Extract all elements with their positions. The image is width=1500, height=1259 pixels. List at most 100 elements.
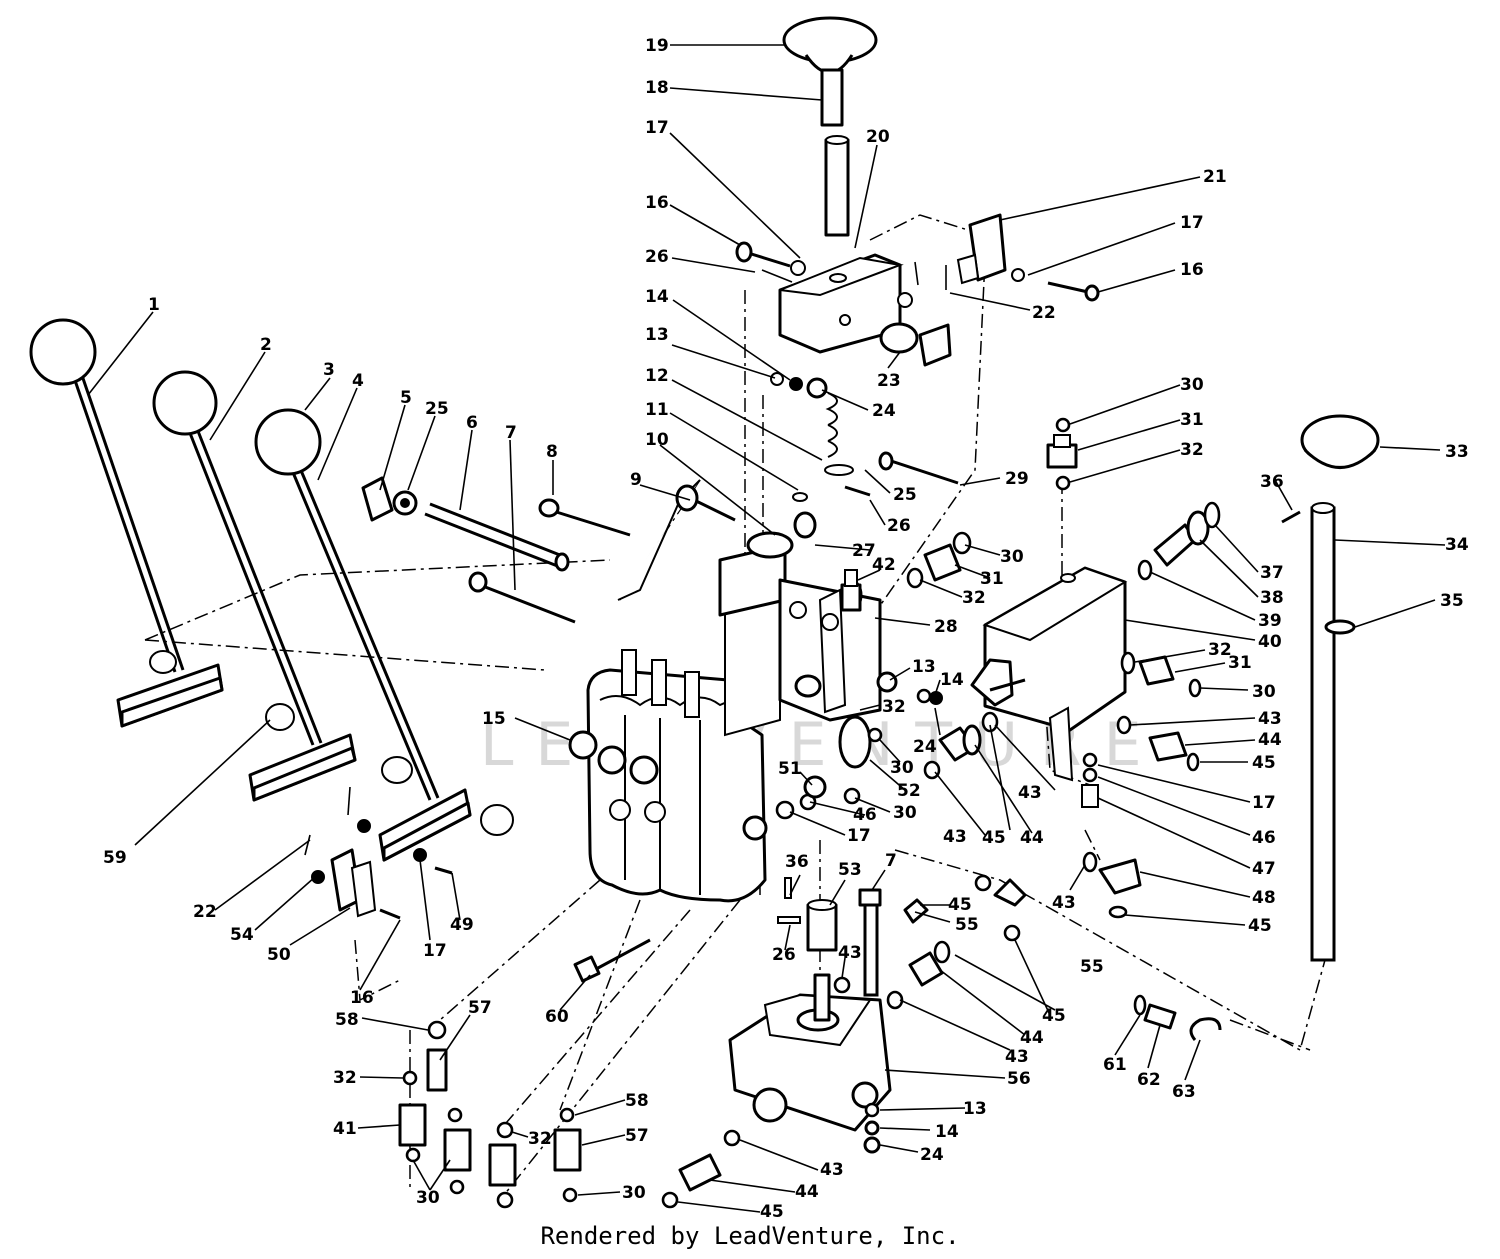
elbow-48: [1082, 851, 1142, 919]
callout: 29: [1005, 469, 1029, 489]
linkage-hardware: [304, 786, 453, 920]
callout: 5: [400, 388, 412, 408]
detent-parts: [770, 372, 959, 502]
callout: 17: [423, 941, 447, 961]
upper-shift-assembly: [735, 16, 1100, 367]
callout: 18: [645, 78, 669, 98]
callout: 30: [893, 803, 917, 823]
callout: 9: [630, 470, 642, 490]
callout: 44: [1258, 730, 1282, 750]
callout: 54: [230, 925, 254, 945]
callout: 7: [505, 423, 517, 443]
center-fittings: [775, 531, 1027, 942]
callout: 31: [1228, 653, 1252, 673]
callout: 17: [847, 826, 871, 846]
callout: 34: [1445, 535, 1469, 555]
callout: 57: [625, 1126, 649, 1146]
callout: 43: [1258, 709, 1282, 729]
control-lever-3: [254, 408, 514, 862]
callout: 43: [943, 827, 967, 847]
callout: 33: [1445, 442, 1469, 462]
callout: 40: [1258, 632, 1282, 652]
callout: 13: [645, 325, 669, 345]
callout: 30: [416, 1188, 440, 1208]
callout: 45: [948, 895, 972, 915]
leader-lines: [87, 44, 1446, 1213]
callout: 45: [982, 828, 1006, 848]
callout: 39: [1258, 611, 1282, 631]
callout: 61: [1103, 1055, 1127, 1075]
callout: 14: [940, 670, 964, 690]
callout: 16: [350, 988, 374, 1008]
callout: 55: [1080, 957, 1104, 977]
callout: 30: [1252, 682, 1276, 702]
callout: 7: [885, 851, 897, 871]
callout: 45: [1042, 1006, 1066, 1026]
callout: 22: [193, 902, 217, 922]
callout: 21: [1203, 167, 1227, 187]
callout: 60: [545, 1007, 569, 1027]
callout: 58: [335, 1010, 359, 1030]
fitting-31-side: [1120, 651, 1202, 698]
callout: 3: [323, 360, 335, 380]
callout: 55: [955, 915, 979, 935]
callout: 32: [1208, 640, 1232, 660]
callout: 14: [935, 1122, 959, 1142]
callout: 57: [468, 998, 492, 1018]
callout: 50: [267, 945, 291, 965]
callout: 58: [625, 1091, 649, 1111]
callout: 63: [1172, 1082, 1196, 1102]
callout: 10: [645, 430, 669, 450]
callout: 27: [852, 541, 876, 561]
callout: 53: [838, 860, 862, 880]
callout: 19: [645, 36, 669, 56]
callout: 32: [528, 1129, 552, 1149]
callout: 13: [963, 1099, 987, 1119]
callout: 16: [1180, 260, 1204, 280]
callout: 44: [1020, 1028, 1044, 1048]
callout: 16: [645, 193, 669, 213]
callout: 42: [872, 555, 896, 575]
callout: 26: [645, 247, 669, 267]
callout: 17: [645, 118, 669, 138]
callout: 48: [1252, 888, 1276, 908]
left-hardware: [361, 476, 701, 624]
callout: 47: [1252, 859, 1276, 879]
control-lever-2: [152, 370, 357, 802]
callout: 30: [1180, 375, 1204, 395]
callout: 26: [772, 945, 796, 965]
fitting-44-side: [1116, 715, 1200, 772]
callout: 44: [1020, 828, 1044, 848]
callout: 25: [893, 485, 917, 505]
callout: 23: [877, 371, 901, 391]
callout: 43: [1005, 1047, 1029, 1067]
callout: 49: [450, 915, 474, 935]
callout: 43: [1018, 783, 1042, 803]
callout: 32: [333, 1068, 357, 1088]
callout: 22: [1032, 303, 1056, 323]
callout: 45: [1248, 916, 1272, 936]
callout: 30: [1000, 547, 1024, 567]
callout: 46: [853, 805, 877, 825]
callout: 24: [872, 401, 896, 421]
callout: 12: [645, 366, 669, 386]
callout: 1: [148, 295, 160, 315]
callout: 31: [1180, 410, 1204, 430]
bottom-fittings: [398, 938, 1222, 1209]
control-lever-1: [29, 318, 224, 728]
callout: 52: [897, 781, 921, 801]
right-valve-block: [970, 417, 1221, 919]
callout: 24: [920, 1145, 944, 1165]
callout: 15: [482, 709, 506, 729]
callout: 38: [1260, 588, 1284, 608]
callout: 28: [934, 617, 958, 637]
callout: 41: [333, 1119, 357, 1139]
callout: 62: [1137, 1070, 1161, 1090]
callout: 26: [887, 516, 911, 536]
callout: 59: [103, 848, 127, 868]
callout: 11: [645, 400, 669, 420]
control-valve-bank: [568, 484, 882, 903]
callout: 32: [1180, 440, 1204, 460]
callout: 43: [838, 943, 862, 963]
callout: 20: [866, 127, 890, 147]
